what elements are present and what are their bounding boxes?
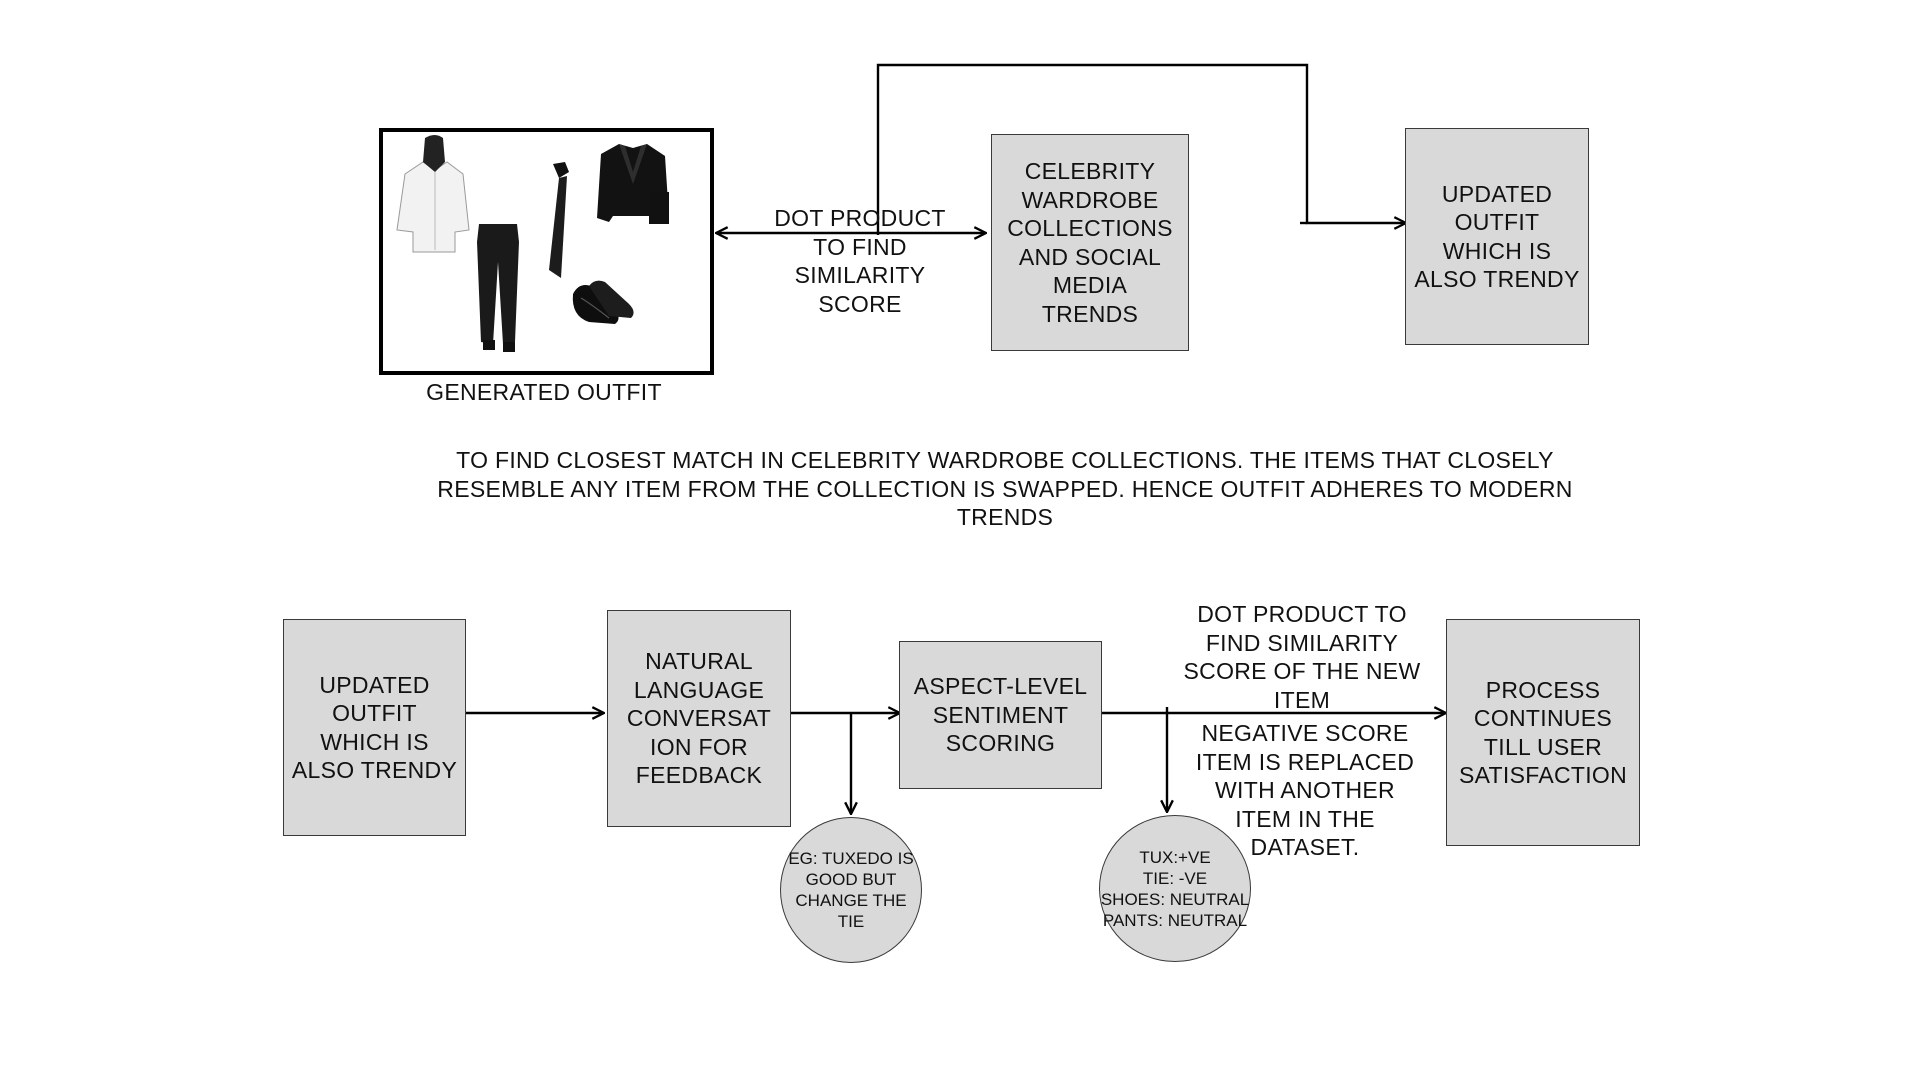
natural-language-label: NATURAL LANGUAGE CONVERSAT ION FOR FEEDB… xyxy=(626,648,772,789)
process-continues-box: PROCESS CONTINUES TILL USER SATISFACTION xyxy=(1446,619,1640,846)
generated-outfit-caption: GENERATED OUTFIT xyxy=(426,379,662,405)
black-shoes-icon xyxy=(572,280,634,324)
dot-product-label: DOT PRODUCT TO FIND SIMILARITY SCORE xyxy=(774,205,946,317)
negative-score-label: NEGATIVE SCORE ITEM IS REPLACED WITH ANO… xyxy=(1195,720,1415,860)
outfit-illustration xyxy=(396,135,669,352)
dot-product-new-item-label: DOT PRODUCT TO FIND SIMILARITY SCORE OF … xyxy=(1183,601,1421,713)
updated-outfit-label-bottom: UPDATED OUTFIT WHICH IS ALSO TRENDY xyxy=(291,671,458,784)
tuxedo-jacket-icon xyxy=(597,144,669,224)
sentiment-scoring-label: ASPECT-LEVEL SENTIMENT SCORING xyxy=(913,673,1088,757)
updated-outfit-box-bottom: UPDATED OUTFIT WHICH IS ALSO TRENDY xyxy=(283,619,466,836)
updated-outfit-box-top: UPDATED OUTFIT WHICH IS ALSO TRENDY xyxy=(1405,128,1589,345)
white-shirt-icon xyxy=(396,135,470,253)
black-trousers-icon xyxy=(477,224,519,352)
process-continues-label: PROCESS CONTINUES TILL USER SATISFACTION xyxy=(1458,676,1628,789)
natural-language-box: NATURAL LANGUAGE CONVERSAT ION FOR FEEDB… xyxy=(607,610,791,827)
celebrity-wardrobe-label: CELEBRITY WARDROBE COLLECTIONS AND SOCIA… xyxy=(1007,158,1173,327)
celebrity-wardrobe-box: CELEBRITY WARDROBE COLLECTIONS AND SOCIA… xyxy=(991,134,1189,351)
sentiment-scoring-box: ASPECT-LEVEL SENTIMENT SCORING xyxy=(899,641,1102,789)
feedback-example-circle: EG: TUXEDO IS GOOD BUT CHANGE THE TIE xyxy=(780,817,922,963)
sentiment-example-circle: TUX:+VE TIE: -VE SHOES: NEUTRAL PANTS: N… xyxy=(1099,815,1251,962)
updated-outfit-label-top: UPDATED OUTFIT WHICH IS ALSO TRENDY xyxy=(1414,180,1580,293)
description-text: TO FIND CLOSEST MATCH IN CELEBRITY WARDR… xyxy=(437,447,1573,530)
sentiment-example-text: TUX:+VE TIE: -VE SHOES: NEUTRAL PANTS: N… xyxy=(1100,847,1250,930)
feedback-example-text: EG: TUXEDO IS GOOD BUT CHANGE THE TIE xyxy=(788,849,914,931)
black-tie-icon xyxy=(549,162,569,278)
generated-outfit-image xyxy=(379,128,714,375)
